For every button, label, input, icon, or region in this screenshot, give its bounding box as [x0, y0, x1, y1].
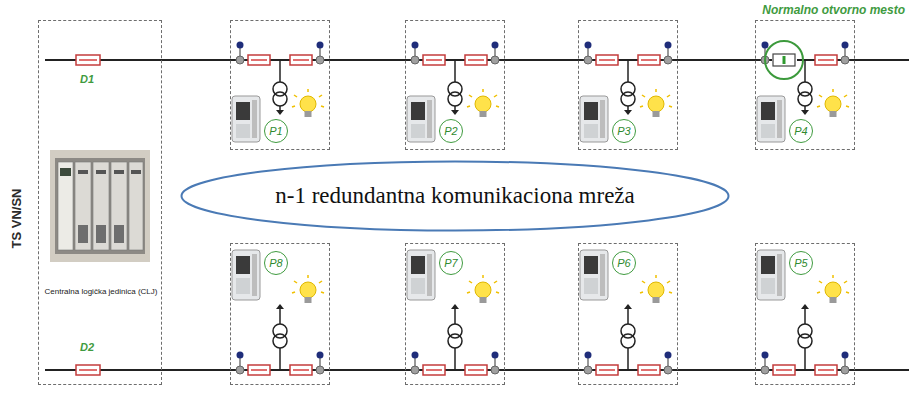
note-label: Normalno otvorno mesto	[745, 3, 905, 17]
substation-number: P2	[439, 119, 463, 143]
feeder-connector	[678, 369, 755, 371]
feeder-line	[45, 59, 162, 61]
breaker-label: D2	[80, 341, 94, 353]
breaker-symbol	[79, 59, 97, 61]
breaker-symbol	[76, 365, 100, 375]
feeder-connector	[330, 369, 405, 371]
substation-box: P8	[230, 243, 330, 385]
substation-number: P6	[612, 251, 636, 275]
substation-number: P4	[789, 119, 813, 143]
open-switch-symbol	[783, 56, 786, 64]
substation-symbol	[405, 42, 505, 143]
substation-title: TS VN/SN	[9, 159, 24, 279]
network-ellipse: n-1 redundantna komunikaciona mreža	[180, 160, 730, 232]
feeder-connector	[330, 59, 405, 61]
breaker-label: D1	[80, 73, 94, 85]
substation-symbol	[755, 42, 855, 143]
substation-box: P6	[578, 243, 678, 385]
substation-symbol	[405, 250, 505, 375]
substation-box: P3	[578, 20, 678, 150]
feeder-line	[45, 369, 162, 371]
substation-symbol	[230, 42, 330, 143]
substation-number: P5	[789, 251, 813, 275]
substation-box: P4	[755, 20, 855, 150]
substation-box: P2	[405, 20, 505, 150]
substation-symbol	[230, 250, 330, 375]
open-switch-symbol	[773, 54, 795, 66]
substation-box: TS VN/SNCentralna logička jedinica (CLJ)	[38, 20, 162, 385]
unit-caption: Centralna logička jedinica (CLJ)	[43, 287, 159, 296]
plc-picture	[50, 150, 150, 262]
feeder-line	[855, 369, 909, 371]
feeder-connector	[678, 59, 755, 61]
substation-number: P8	[264, 251, 288, 275]
substation-box: P7	[405, 243, 505, 385]
breaker-symbol	[79, 369, 97, 371]
feeder-connector	[162, 59, 230, 61]
substation-number: P3	[612, 119, 636, 143]
feeder-connector	[505, 369, 578, 371]
substation-number: P1	[264, 119, 288, 143]
feeder-connector	[162, 369, 230, 371]
substation-symbol	[578, 42, 678, 143]
feeder-connector	[505, 59, 578, 61]
substation-number: P7	[439, 251, 463, 275]
substation-symbol	[755, 250, 855, 375]
open-switch-symbol	[772, 53, 797, 67]
feeder-line	[855, 59, 909, 61]
substation-box: P5	[755, 243, 855, 385]
substation-symbol	[578, 250, 678, 375]
open-point-marker	[765, 41, 803, 79]
substation-box: P1	[230, 20, 330, 150]
breaker-symbol	[76, 55, 100, 65]
network-label: n-1 redundantna komunikaciona mreža	[275, 183, 635, 209]
